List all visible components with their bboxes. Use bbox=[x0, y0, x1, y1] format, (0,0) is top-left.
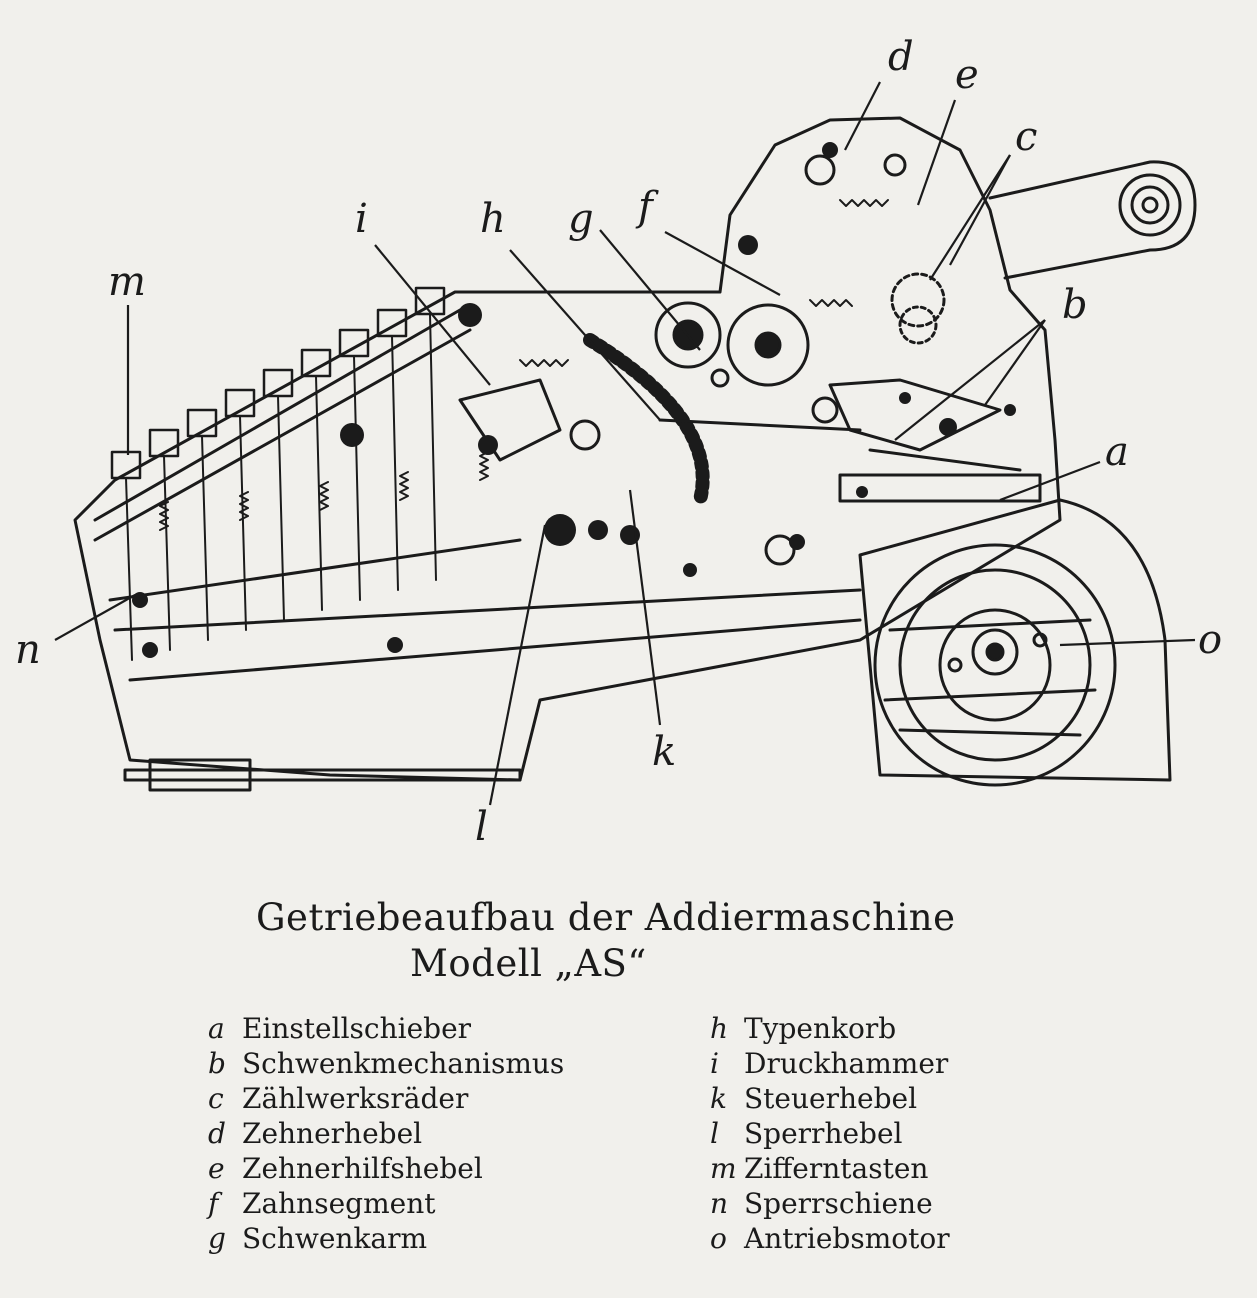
legend-item-h: h Typenkorb bbox=[710, 1012, 896, 1045]
machine-housing bbox=[73, 116, 1062, 782]
legend-key: l bbox=[710, 1117, 719, 1150]
legend-key: o bbox=[710, 1222, 727, 1255]
legend-item-c: c Zählwerksräder bbox=[208, 1082, 468, 1115]
callout-o: o bbox=[1198, 617, 1222, 663]
legend-label: Sperrhebel bbox=[744, 1117, 903, 1150]
legend-item-e: e Zehnerhilfshebel bbox=[208, 1152, 483, 1185]
legend-label: Zählwerksräder bbox=[242, 1082, 469, 1115]
legend-label: Zifferntasten bbox=[744, 1152, 929, 1185]
callout-c: c bbox=[1015, 114, 1037, 160]
legend-key: i bbox=[710, 1047, 719, 1080]
legend-label: Zahnsegment bbox=[242, 1187, 436, 1220]
legend-label: Zehnerhilfshebel bbox=[242, 1152, 483, 1185]
drive-motor bbox=[873, 543, 1117, 787]
legend-item-l: l Sperrhebel bbox=[710, 1117, 903, 1150]
legend-item-a: a Einstellschieber bbox=[208, 1012, 471, 1045]
legend-item-d: d Zehnerhebel bbox=[208, 1117, 422, 1150]
legend-key: d bbox=[208, 1117, 226, 1150]
legend-label: Antriebsmotor bbox=[744, 1222, 950, 1255]
callout-d: d bbox=[888, 34, 914, 80]
callout-n: n bbox=[15, 627, 41, 673]
legend-key: g bbox=[208, 1222, 226, 1255]
legend-label: Schwenkarm bbox=[242, 1222, 428, 1255]
legend-item-n: n Sperrschiene bbox=[710, 1187, 933, 1220]
legend-item-i: i Druckhammer bbox=[710, 1047, 948, 1080]
callout-h: h bbox=[480, 196, 506, 242]
paper-roller-arm bbox=[988, 160, 1197, 280]
legend-key: h bbox=[710, 1012, 729, 1045]
legend-label: Zehnerhebel bbox=[242, 1117, 423, 1150]
callout-g: g bbox=[568, 196, 594, 242]
legend-item-g: g Schwenkarm bbox=[208, 1222, 427, 1255]
legend-key: c bbox=[208, 1082, 224, 1115]
counter-gear bbox=[890, 272, 946, 328]
callout-k: k bbox=[652, 729, 676, 775]
legend-item-f: f Zahnsegment bbox=[208, 1187, 435, 1220]
motor-housing bbox=[858, 498, 1172, 782]
caption-title: Getriebeaufbau der Addiermaschine bbox=[256, 896, 956, 939]
legend-label: Sperrschiene bbox=[744, 1187, 933, 1220]
legend-label: Steuerhebel bbox=[744, 1082, 918, 1115]
legend-key: k bbox=[710, 1082, 727, 1115]
legend-label: Typenkorb bbox=[744, 1012, 897, 1045]
legend-key: b bbox=[208, 1047, 226, 1080]
legend-item-b: b Schwenkmechanismus bbox=[208, 1047, 564, 1080]
legend-label: Druckhammer bbox=[744, 1047, 949, 1080]
legend-key: n bbox=[710, 1187, 729, 1220]
legend-key: m bbox=[710, 1152, 737, 1185]
callout-i: i bbox=[355, 196, 368, 242]
legend-item-o: o Antriebsmotor bbox=[710, 1222, 950, 1255]
legend-item-k: k Steuerhebel bbox=[710, 1082, 917, 1115]
legend-label: Einstellschieber bbox=[242, 1012, 472, 1045]
callout-e: e bbox=[955, 52, 979, 98]
legend-key: a bbox=[208, 1012, 225, 1045]
legend-key: f bbox=[208, 1187, 219, 1220]
callout-l: l bbox=[475, 804, 488, 850]
callout-m: m bbox=[108, 259, 146, 305]
setting-slider bbox=[838, 473, 1042, 503]
roller-large bbox=[726, 303, 810, 387]
legend-key: e bbox=[208, 1152, 225, 1185]
legend-label: Schwenkmechanismus bbox=[242, 1047, 565, 1080]
callout-b: b bbox=[1062, 282, 1088, 328]
caption-subtitle: Modell „AS“ bbox=[410, 942, 647, 985]
callout-f: f bbox=[635, 184, 659, 230]
callout-a: a bbox=[1105, 429, 1129, 475]
mechanism-diagram: a b c d e f g h i k l m n o bbox=[15, 34, 1222, 850]
